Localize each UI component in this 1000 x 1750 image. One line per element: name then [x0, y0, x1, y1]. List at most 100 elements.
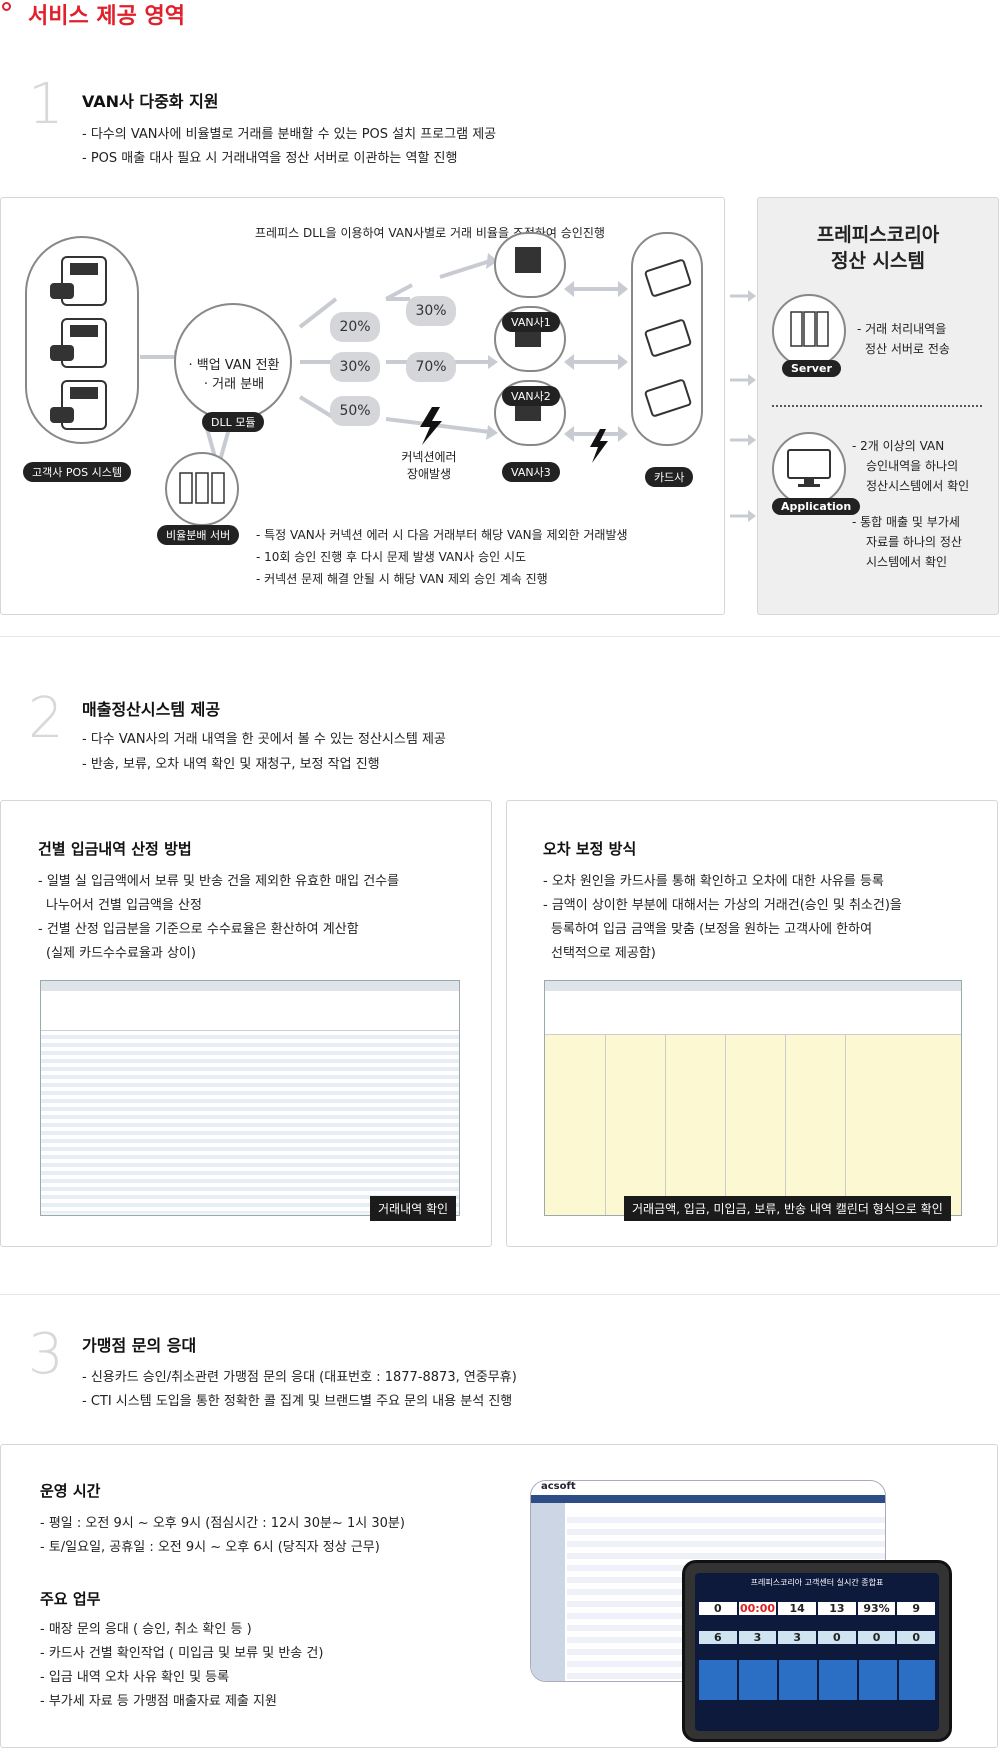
side-arrows — [730, 290, 756, 522]
title-bullet-icon — [2, 2, 11, 11]
section-line: - 다수 VAN사의 거래 내역을 한 곳에서 볼 수 있는 정산시스템 제공 — [82, 732, 446, 747]
pct-badge: 20% — [330, 312, 380, 342]
card-text-line: 나누어서 건별 입금액을 산정 — [46, 898, 202, 913]
app-text-line: 자료를 하나의 정산 — [866, 535, 962, 549]
app-text-line: - 2개 이상의 VAN — [852, 439, 945, 453]
section-divider — [0, 636, 1000, 637]
arrowhead — [488, 355, 498, 369]
arrowhead — [618, 354, 628, 370]
flow-line — [385, 283, 413, 301]
section-number: 1 — [28, 72, 64, 137]
section-heading: VAN사 다중화 지원 — [82, 92, 219, 111]
card-company-label: 카드사 — [645, 467, 694, 487]
error-text: 커넥션에러 장애발생 — [392, 448, 466, 482]
pct-badge: 30% — [406, 296, 456, 326]
card-text: - 오차 원인을 카드사를 통해 확인하고 오차에 대한 사유를 등록 - 금액… — [543, 870, 902, 966]
duty-line: - 입금 내역 오차 사유 확인 및 등록 — [40, 1670, 230, 1685]
pos-label: 고객사 POS 시스템 — [23, 462, 131, 482]
section-heading: 매출정산시스템 제공 — [82, 700, 221, 719]
screenshot-caption: 거래금액, 입금, 미입금, 보류, 반송 내역 캘린더 형식으로 확인 — [624, 1196, 951, 1221]
flow-line — [298, 297, 338, 329]
monitor-counter: 0 — [897, 1631, 936, 1644]
app-text-1: - 2개 이상의 VAN 승인내역을 하나의 정산시스템에서 확인 — [852, 436, 969, 496]
error-text-line: 장애발생 — [406, 467, 452, 481]
server-label: 비율분배 서버 — [157, 525, 240, 545]
hours-title: 운영 시간 — [40, 1482, 101, 1500]
note-line: - 10회 승인 진행 후 다시 문제 발생 VAN사 승인 시도 — [256, 550, 527, 564]
monitor-title: 프레피스코리아 고객센터 실시간 종합표 — [750, 1578, 884, 1587]
monitor-counter: 9 — [897, 1602, 936, 1615]
arrowhead — [618, 426, 628, 442]
section-divider — [0, 1294, 1000, 1295]
page-title: 서비스 제공 영역 — [28, 4, 185, 29]
server-icon — [772, 294, 846, 368]
section-line: - 다수의 VAN사에 비율별로 거래를 분배할 수 있는 POS 설치 프로그… — [82, 127, 497, 142]
section-line: - 신용카드 승인/취소관련 가맹점 문의 응대 (대표번호 : 1877-88… — [82, 1370, 517, 1385]
card-text-line: - 오차 원인을 카드사를 통해 확인하고 오차에 대한 사유를 등록 — [543, 874, 884, 889]
monitor-counter: 14 — [778, 1602, 817, 1615]
app-text-line: - 통합 매출 및 부가세 — [852, 515, 960, 529]
dll-label: DLL 모듈 — [202, 412, 265, 432]
dll-text-line: · 거래 분배 — [203, 377, 265, 392]
monitor-counter: 3 — [738, 1631, 777, 1644]
section-number: 2 — [28, 686, 64, 751]
van3-label: VAN사3 — [502, 462, 560, 482]
arrowhead — [564, 354, 574, 370]
panel-title-line: 정산 시스템 — [830, 250, 925, 272]
cti-logo: acsoft — [531, 1481, 885, 1495]
app-text-line: 정산시스템에서 확인 — [866, 479, 970, 493]
hours-line: - 토/일요일, 공휴일 : 오전 9시 ~ 오후 6시 (당직자 정상 근무) — [40, 1540, 380, 1555]
section-heading: 가맹점 문의 응대 — [82, 1336, 197, 1355]
card-text-line: - 일별 실 입금액에서 보류 및 반송 건을 제외한 유효한 매입 건수를 — [38, 874, 400, 889]
cti-monitor: 프레피스코리아 고객센터 실시간 종합표 0 00:00 14 13 93% 9… — [682, 1560, 952, 1742]
section-number: 3 — [28, 1322, 64, 1387]
server-text-line: 정산 서버로 전송 — [865, 342, 950, 356]
monitor-counter: 0 — [818, 1631, 856, 1644]
card-title: 오차 보정 방식 — [543, 840, 637, 858]
application-icon — [772, 432, 846, 506]
arrowhead — [486, 253, 498, 269]
pct-badge: 30% — [330, 352, 380, 382]
arrowhead — [564, 281, 574, 297]
panel-divider — [772, 405, 982, 407]
error-text-line: 커넥션에러 — [401, 450, 457, 464]
flow-line — [439, 259, 491, 279]
pct-badge: 50% — [330, 396, 380, 426]
monitor-counter: 00:00 — [738, 1602, 777, 1615]
note-line: - 특정 VAN사 커넥션 에러 시 다음 거래부터 해당 VAN을 제외한 거… — [256, 528, 628, 542]
monitor-counter: 0 — [857, 1631, 896, 1644]
hours-line: - 평일 : 오전 9시 ~ 오후 9시 (점심시간 : 12시 30분~ 1시… — [40, 1516, 405, 1531]
duty-line: - 부가세 자료 등 가맹점 매출자료 제출 지원 — [40, 1694, 277, 1709]
app-text-line: 승인내역을 하나의 — [866, 459, 959, 473]
section-line: - 반송, 보류, 오차 내역 확인 및 재청구, 보정 작업 진행 — [82, 757, 380, 772]
monitor-counter: 6 — [699, 1631, 737, 1644]
app-text-line: 시스템에서 확인 — [866, 555, 948, 569]
monitor-counter: 93% — [857, 1602, 896, 1615]
monitor-counter: 0 — [699, 1602, 737, 1615]
server-text: - 거래 처리내역을 정산 서버로 전송 — [857, 319, 950, 359]
dll-text: · 백업 VAN 전환 · 거래 분배 — [186, 354, 282, 392]
calendar-screenshot — [544, 980, 962, 1216]
lightning-icon — [590, 429, 608, 463]
dll-text-line: · 백업 VAN 전환 — [188, 358, 280, 373]
card-text-line: - 금액이 상이한 부분에 대해서는 가상의 거래건(승인 및 취소건)을 — [543, 898, 902, 913]
hours-text: - 평일 : 오전 9시 ~ 오후 9시 (점심시간 : 12시 30분~ 1시… — [40, 1512, 405, 1560]
panel-title-line: 프레피스코리아 — [816, 224, 940, 246]
monitor-counter: 3 — [778, 1631, 817, 1644]
van1-label: VAN사1 — [502, 312, 560, 332]
server-badge: Server — [782, 360, 841, 377]
monitor-counter: 13 — [818, 1602, 856, 1615]
server-text-line: - 거래 처리내역을 — [857, 322, 947, 336]
diagram-notes: - 특정 VAN사 커넥션 에러 시 다음 거래부터 해당 VAN을 제외한 거… — [256, 524, 628, 590]
lightning-icon — [420, 407, 442, 445]
pct-badge: 70% — [406, 352, 456, 382]
arrowhead — [486, 425, 498, 440]
note-line: - 커넥션 문제 해결 안될 시 해당 VAN 제외 승인 계속 진행 — [256, 572, 548, 586]
van2-label: VAN사2 — [502, 386, 560, 406]
duty-line: - 카드사 건별 확인작업 ( 미입금 및 보류 및 반송 건) — [40, 1646, 324, 1661]
card-title: 건별 입금내역 산정 방법 — [38, 840, 192, 858]
card-text-line: 등록하여 입금 금액을 맞춤 (보정을 원하는 고객사에 한하여 — [551, 922, 873, 937]
card-text-line: (실제 카드수수료율과 상이) — [46, 946, 196, 961]
app-text-2: - 통합 매출 및 부가세 자료를 하나의 정산 시스템에서 확인 — [852, 512, 962, 572]
transaction-screenshot — [40, 980, 460, 1216]
